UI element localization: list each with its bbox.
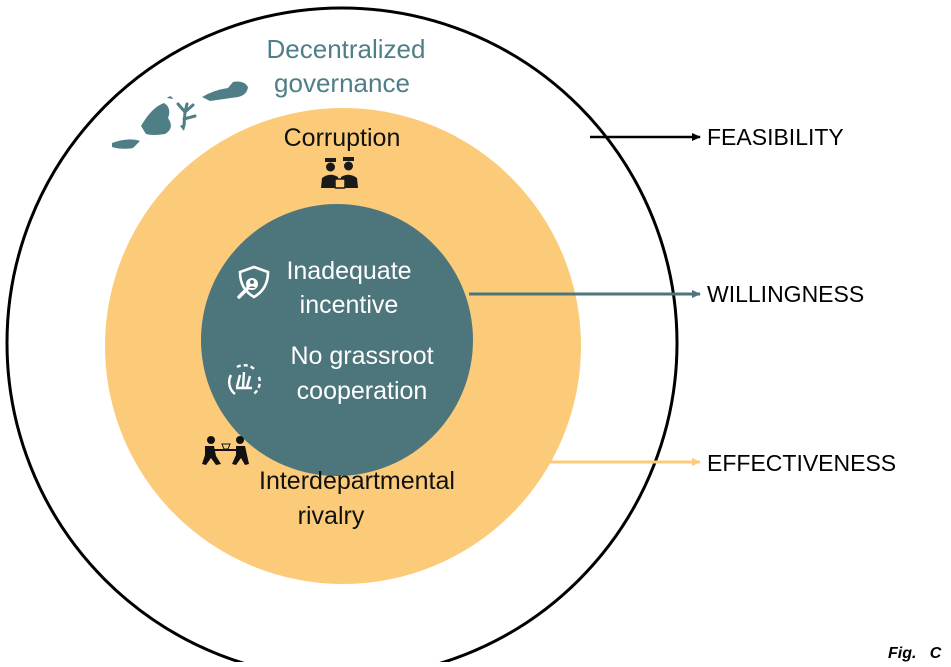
outer-ring-label-line1: Decentralized [267,34,426,64]
inner-item2-line1: No grassroot [290,342,433,370]
tug-of-war-icon [202,436,249,465]
inner-item1-line2: incentive [300,291,399,319]
shield-search-person-icon [237,265,270,299]
willingness-label: WILLINGNESS [707,281,864,307]
bottom-label-line2: rivalry [298,502,365,530]
feasibility-label: FEASIBILITY [707,124,844,150]
bottom-label-line1: Interdepartmental [259,467,455,495]
inner-item2-line2: cooperation [297,377,428,405]
effectiveness-label: EFFECTIVENESS [707,450,896,476]
archipelago-map-icon [112,81,248,149]
inner-circle [201,204,473,476]
grass-cycle-icon [228,364,261,397]
outer-ring-label-line2: governance [274,68,410,98]
inner-item1-line1: Inadequate [286,257,411,285]
corruption-label: Corruption [284,124,401,152]
corrupt-officials-icon [321,157,358,189]
figure-caption-fragment: Fig. C [888,645,942,662]
